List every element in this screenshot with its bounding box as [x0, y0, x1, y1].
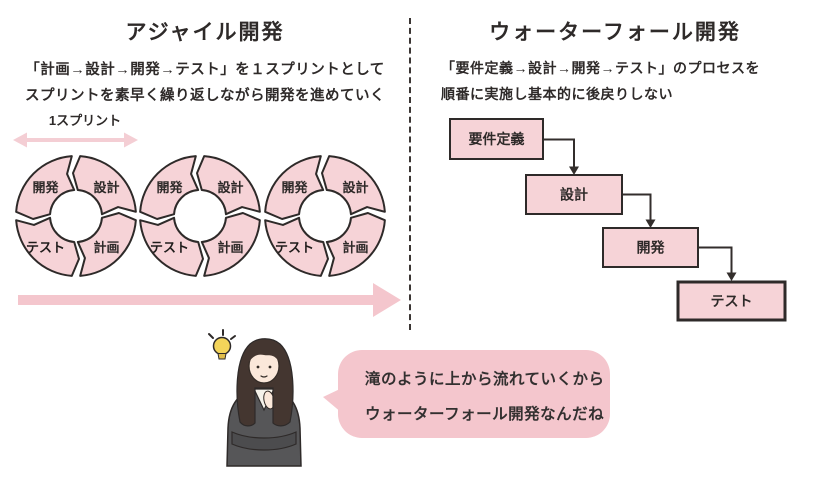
segment-dev [139, 155, 200, 220]
person-eye-right [268, 365, 272, 369]
cycle-test-label: テスト [275, 240, 314, 255]
segment-design [321, 155, 386, 216]
lightbulb-icon [208, 329, 236, 360]
segment-test [264, 216, 329, 277]
person-illustration [208, 329, 302, 467]
segment-test [15, 216, 80, 277]
segment-test [139, 216, 204, 277]
cycle-donut-1: 開発 設計 テスト 計画 [15, 155, 137, 277]
step-label-dev: 開発 [637, 240, 666, 256]
cycle-donut-3: 開発 設計 テスト 計画 [264, 155, 386, 277]
segment-design [72, 155, 137, 216]
speech-bubble-line2: ウォーターフォール開発なんだね [365, 406, 605, 423]
agile-description-line1: 「計画→設計→開発→テスト」を１スプリントとして [25, 62, 385, 78]
agile-cycle-diagram: 開発 設計 テスト 計画 開発 設計 テスト 計画 開発 設計 テスト 計画 [13, 132, 401, 317]
timeline-arrow [18, 283, 401, 317]
cycle-test-label: テスト [26, 240, 65, 255]
arrow-right-head [124, 132, 138, 148]
sprint-range-arrow [13, 132, 138, 148]
segment-dev [264, 155, 325, 220]
cycle-dev-label: 開発 [156, 180, 183, 195]
section-divider [409, 18, 411, 330]
person-mouth [260, 375, 268, 378]
step-label-design: 設計 [560, 187, 588, 203]
segment-design [196, 155, 261, 216]
cycle-test-label: テスト [150, 240, 189, 255]
segment-plan [200, 212, 261, 277]
waterfall-title: ウォーターフォール開発 [489, 21, 741, 44]
cycle-dev-label: 開発 [32, 180, 59, 195]
cycle-design-label: 設計 [217, 180, 243, 195]
person-bangs [249, 342, 279, 362]
agile-description-line2: スプリントを素早く繰り返しながら開発を進めていく [25, 88, 385, 104]
segment-plan [325, 212, 386, 277]
cycle-plan-label: 計画 [342, 240, 368, 255]
cycle-plan-label: 計画 [93, 240, 119, 255]
step-box-test [676, 280, 787, 322]
arrow-left-head [13, 132, 27, 148]
cycle-plan-label: 計画 [217, 240, 243, 255]
waterfall-diagram: 要件定義 設計 開発 テスト [449, 118, 787, 322]
arrowhead-3 [726, 272, 737, 281]
waterfall-description-line2: 順番に実施し基本的に後戻りしない [441, 86, 673, 102]
sprint-label: 1スプリント [48, 113, 122, 128]
connector-3 [698, 246, 733, 274]
step-label-test: テスト [711, 293, 753, 309]
timeline-arrow-head [373, 283, 401, 317]
waterfall-arrowheads [569, 166, 737, 281]
step-box-dev [602, 227, 699, 268]
arrowhead-1 [569, 166, 579, 175]
waterfall-box-labels: 要件定義 設計 開発 テスト [469, 131, 753, 309]
cycle-donut-2: 開発 設計 テスト 計画 [139, 155, 261, 277]
person-folded-arms [231, 431, 297, 451]
connector-2 [622, 193, 652, 221]
waterfall-description-line1: 「要件定義→設計→開発→テスト」のプロセスを [441, 60, 760, 76]
waterfall-connectors [543, 138, 733, 274]
speech-bubble: 滝のように上から流れていくから ウォーターフォール開発なんだね [323, 350, 610, 438]
person-eye-left [256, 365, 260, 369]
segment-plan [76, 212, 137, 277]
cycle-design-label: 設計 [93, 180, 119, 195]
step-box-requirements [449, 118, 544, 160]
cycle-design-label: 設計 [342, 180, 368, 195]
connector-1 [543, 138, 575, 168]
cycle-dev-label: 開発 [281, 180, 308, 195]
step-label-requirements: 要件定義 [469, 131, 525, 147]
speech-bubble-line1: 滝のように上から流れていくから [365, 371, 605, 388]
step-box-design [525, 174, 623, 215]
waterfall-boxes [449, 118, 787, 322]
agile-title: アジャイル開発 [125, 21, 285, 44]
arrowhead-2 [645, 219, 656, 228]
segment-dev [15, 155, 76, 220]
